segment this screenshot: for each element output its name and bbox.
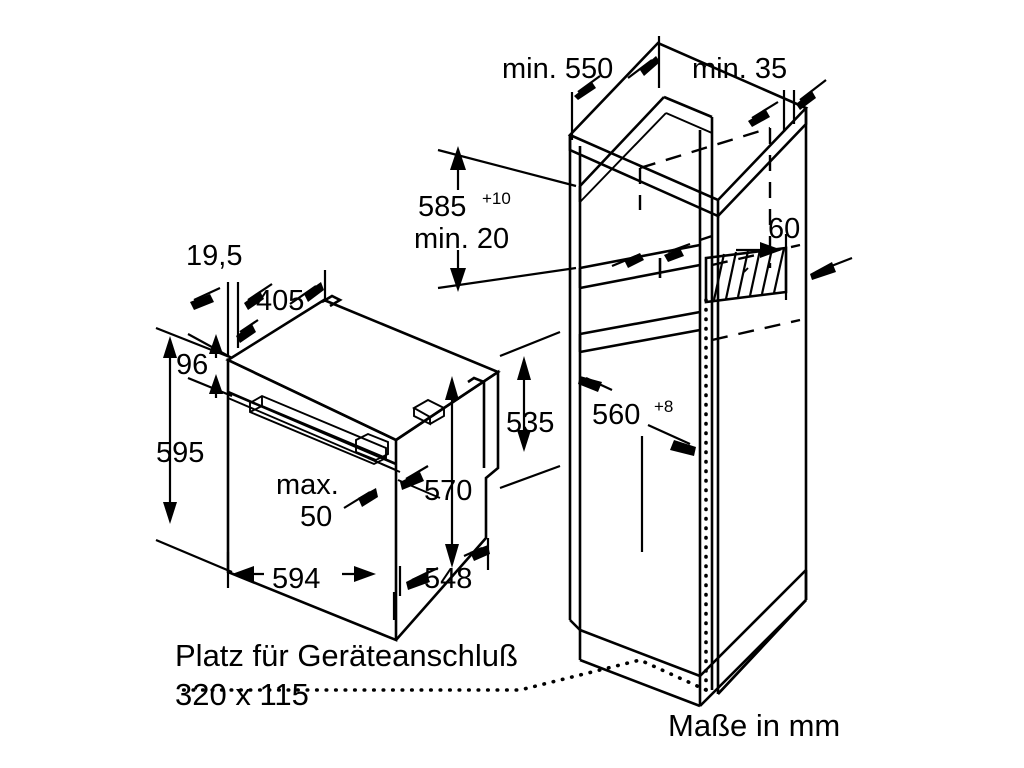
rear-wall-arrow <box>810 256 853 280</box>
label-min-20: min. 20 <box>414 223 509 255</box>
label-570: 570 <box>424 475 472 507</box>
label-405: 405 <box>256 285 304 317</box>
dim-405 <box>236 270 327 343</box>
dim-535 <box>499 330 561 490</box>
oven-door-handle <box>249 394 389 466</box>
cabinet-upper-shelf <box>578 95 713 203</box>
oven-side-grip <box>412 398 446 426</box>
cabinet-niche-bottom-shelf <box>578 310 701 354</box>
label-max-value: 50 <box>300 501 332 533</box>
label-595: 595 <box>156 437 204 469</box>
label-548: 548 <box>424 563 472 595</box>
cabinet-plinth <box>699 569 807 677</box>
dim-595 <box>155 326 233 574</box>
label-585-superscript: +10 <box>482 189 511 208</box>
rear-cutout-hatched <box>704 246 788 304</box>
cabinet-left-panel <box>568 135 582 631</box>
dim-60 <box>736 234 788 300</box>
label-585: 585 <box>418 191 466 223</box>
label-560: 560 <box>592 399 640 431</box>
dim-min-550 <box>570 36 661 140</box>
dim-max-50 <box>343 465 441 509</box>
label-max-prefix: max. <box>276 469 339 501</box>
oven-top-face <box>225 294 501 442</box>
label-60: 60 <box>768 213 800 245</box>
dim-min-35 <box>748 79 827 132</box>
label-min-35: min. 35 <box>692 53 787 85</box>
cabinet-hidden-edges <box>638 126 801 342</box>
cabinet-assembly <box>178 41 809 708</box>
note-connection-area-line1: Platz für Geräteanschluß <box>175 638 518 673</box>
dim-548 <box>398 538 490 596</box>
oven-assembly <box>225 294 501 642</box>
label-19-5: 19,5 <box>186 240 242 272</box>
label-min-550: min. 550 <box>502 53 613 85</box>
cabinet-niche-top-shelf <box>578 243 701 290</box>
note-units: Maße in mm <box>668 708 841 743</box>
dim-560 <box>578 376 696 552</box>
dim-585 <box>437 146 577 292</box>
cabinet-base <box>578 570 808 708</box>
label-594: 594 <box>272 563 320 595</box>
label-535: 535 <box>506 407 554 439</box>
dim-19-5 <box>190 282 273 356</box>
oven-bottom-gap <box>367 457 401 473</box>
label-585-group: 585 +10 <box>418 189 511 223</box>
cabinet-right-panel <box>716 108 808 695</box>
label-560-group: 560 +8 <box>592 397 673 431</box>
cable-route-dotted <box>178 298 708 692</box>
oven-right-panel <box>395 369 500 641</box>
label-560-superscript: +8 <box>654 397 673 416</box>
dim-594 <box>226 552 396 620</box>
dimension-labels: min. 550 min. 35 585 +10 min. 20 60 560 … <box>156 53 800 595</box>
label-96: 96 <box>176 349 208 381</box>
dim-96 <box>187 333 233 398</box>
note-connection-area-line2: 320 x 115 <box>175 677 309 712</box>
dim-570 <box>445 376 459 568</box>
cabinet-inner-post <box>698 117 714 690</box>
dim-min-20 <box>611 242 691 268</box>
